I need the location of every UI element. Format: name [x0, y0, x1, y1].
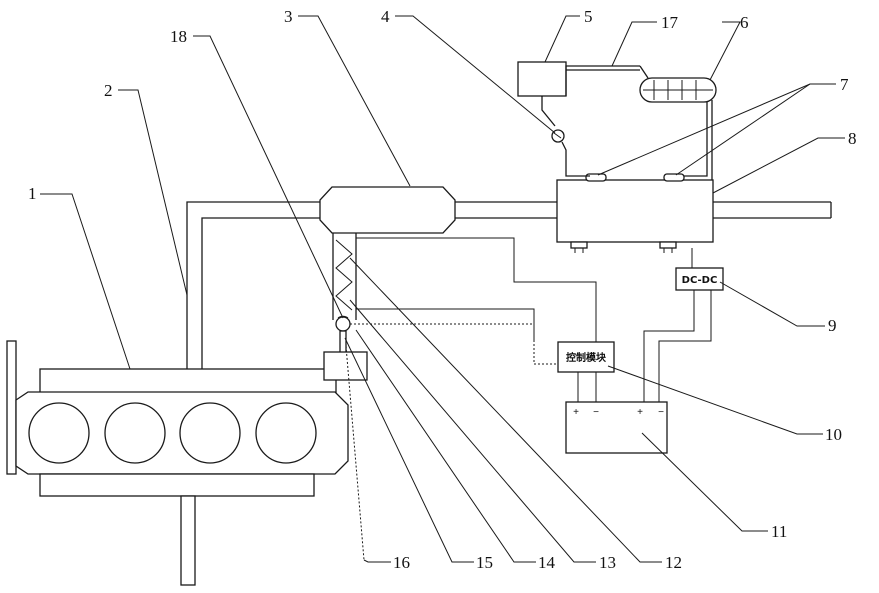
callout-14: 14: [538, 553, 556, 572]
engine-cylinder-1: [29, 403, 89, 463]
catalytic-converter: [320, 187, 455, 233]
battery: [566, 402, 667, 453]
callout-6: 6: [740, 13, 749, 32]
callout-18: 18: [170, 27, 187, 46]
callout-2: 2: [104, 81, 113, 100]
control-module-label: 控制模块: [566, 351, 607, 364]
battery-minus-left: −: [593, 407, 599, 418]
engine-flywheel: [7, 341, 16, 474]
engine: [7, 341, 348, 585]
actuator: [324, 352, 367, 380]
engine-oil-pan: [40, 474, 314, 496]
teg-terminal-left: [571, 242, 587, 248]
wiring: [346, 238, 711, 560]
engine-cylinder-4: [256, 403, 316, 463]
callout-11: 11: [771, 522, 787, 541]
callout-7: 7: [840, 75, 849, 94]
battery-plus-right: +: [637, 407, 643, 418]
callout-15: 15: [476, 553, 493, 572]
valve-stem: [340, 331, 346, 353]
dcdc-label: DC-DC: [682, 275, 718, 286]
callout-8: 8: [848, 129, 857, 148]
battery-plus-left: +: [573, 407, 579, 418]
coolant-loop: [518, 62, 716, 180]
callout-12: 12: [665, 553, 682, 572]
coolant-port-left: [586, 174, 606, 181]
engine-cylinder-3: [180, 403, 240, 463]
bypass-assembly: [324, 233, 367, 380]
engine-cylinder-2: [105, 403, 165, 463]
thermoelectric-generator: [557, 174, 713, 253]
engine-shaft: [181, 496, 195, 585]
callout-4: 4: [381, 7, 390, 26]
teg-terminal-right: [660, 242, 676, 248]
teg-body: [557, 180, 713, 242]
callout-9: 9: [828, 316, 837, 335]
callout-16: 16: [393, 553, 410, 572]
coolant-tank: [518, 62, 566, 96]
valve: [336, 317, 350, 331]
callout-1: 1: [28, 184, 37, 203]
battery-minus-right: −: [658, 407, 664, 418]
exhaust-pipe: [187, 202, 831, 369]
callout-3: 3: [284, 7, 293, 26]
callout-5: 5: [584, 7, 593, 26]
engine-head: [40, 369, 336, 393]
callout-10: 10: [825, 425, 842, 444]
callout-13: 13: [599, 553, 616, 572]
callout-17: 17: [661, 13, 679, 32]
coolant-port-right: [664, 174, 684, 181]
